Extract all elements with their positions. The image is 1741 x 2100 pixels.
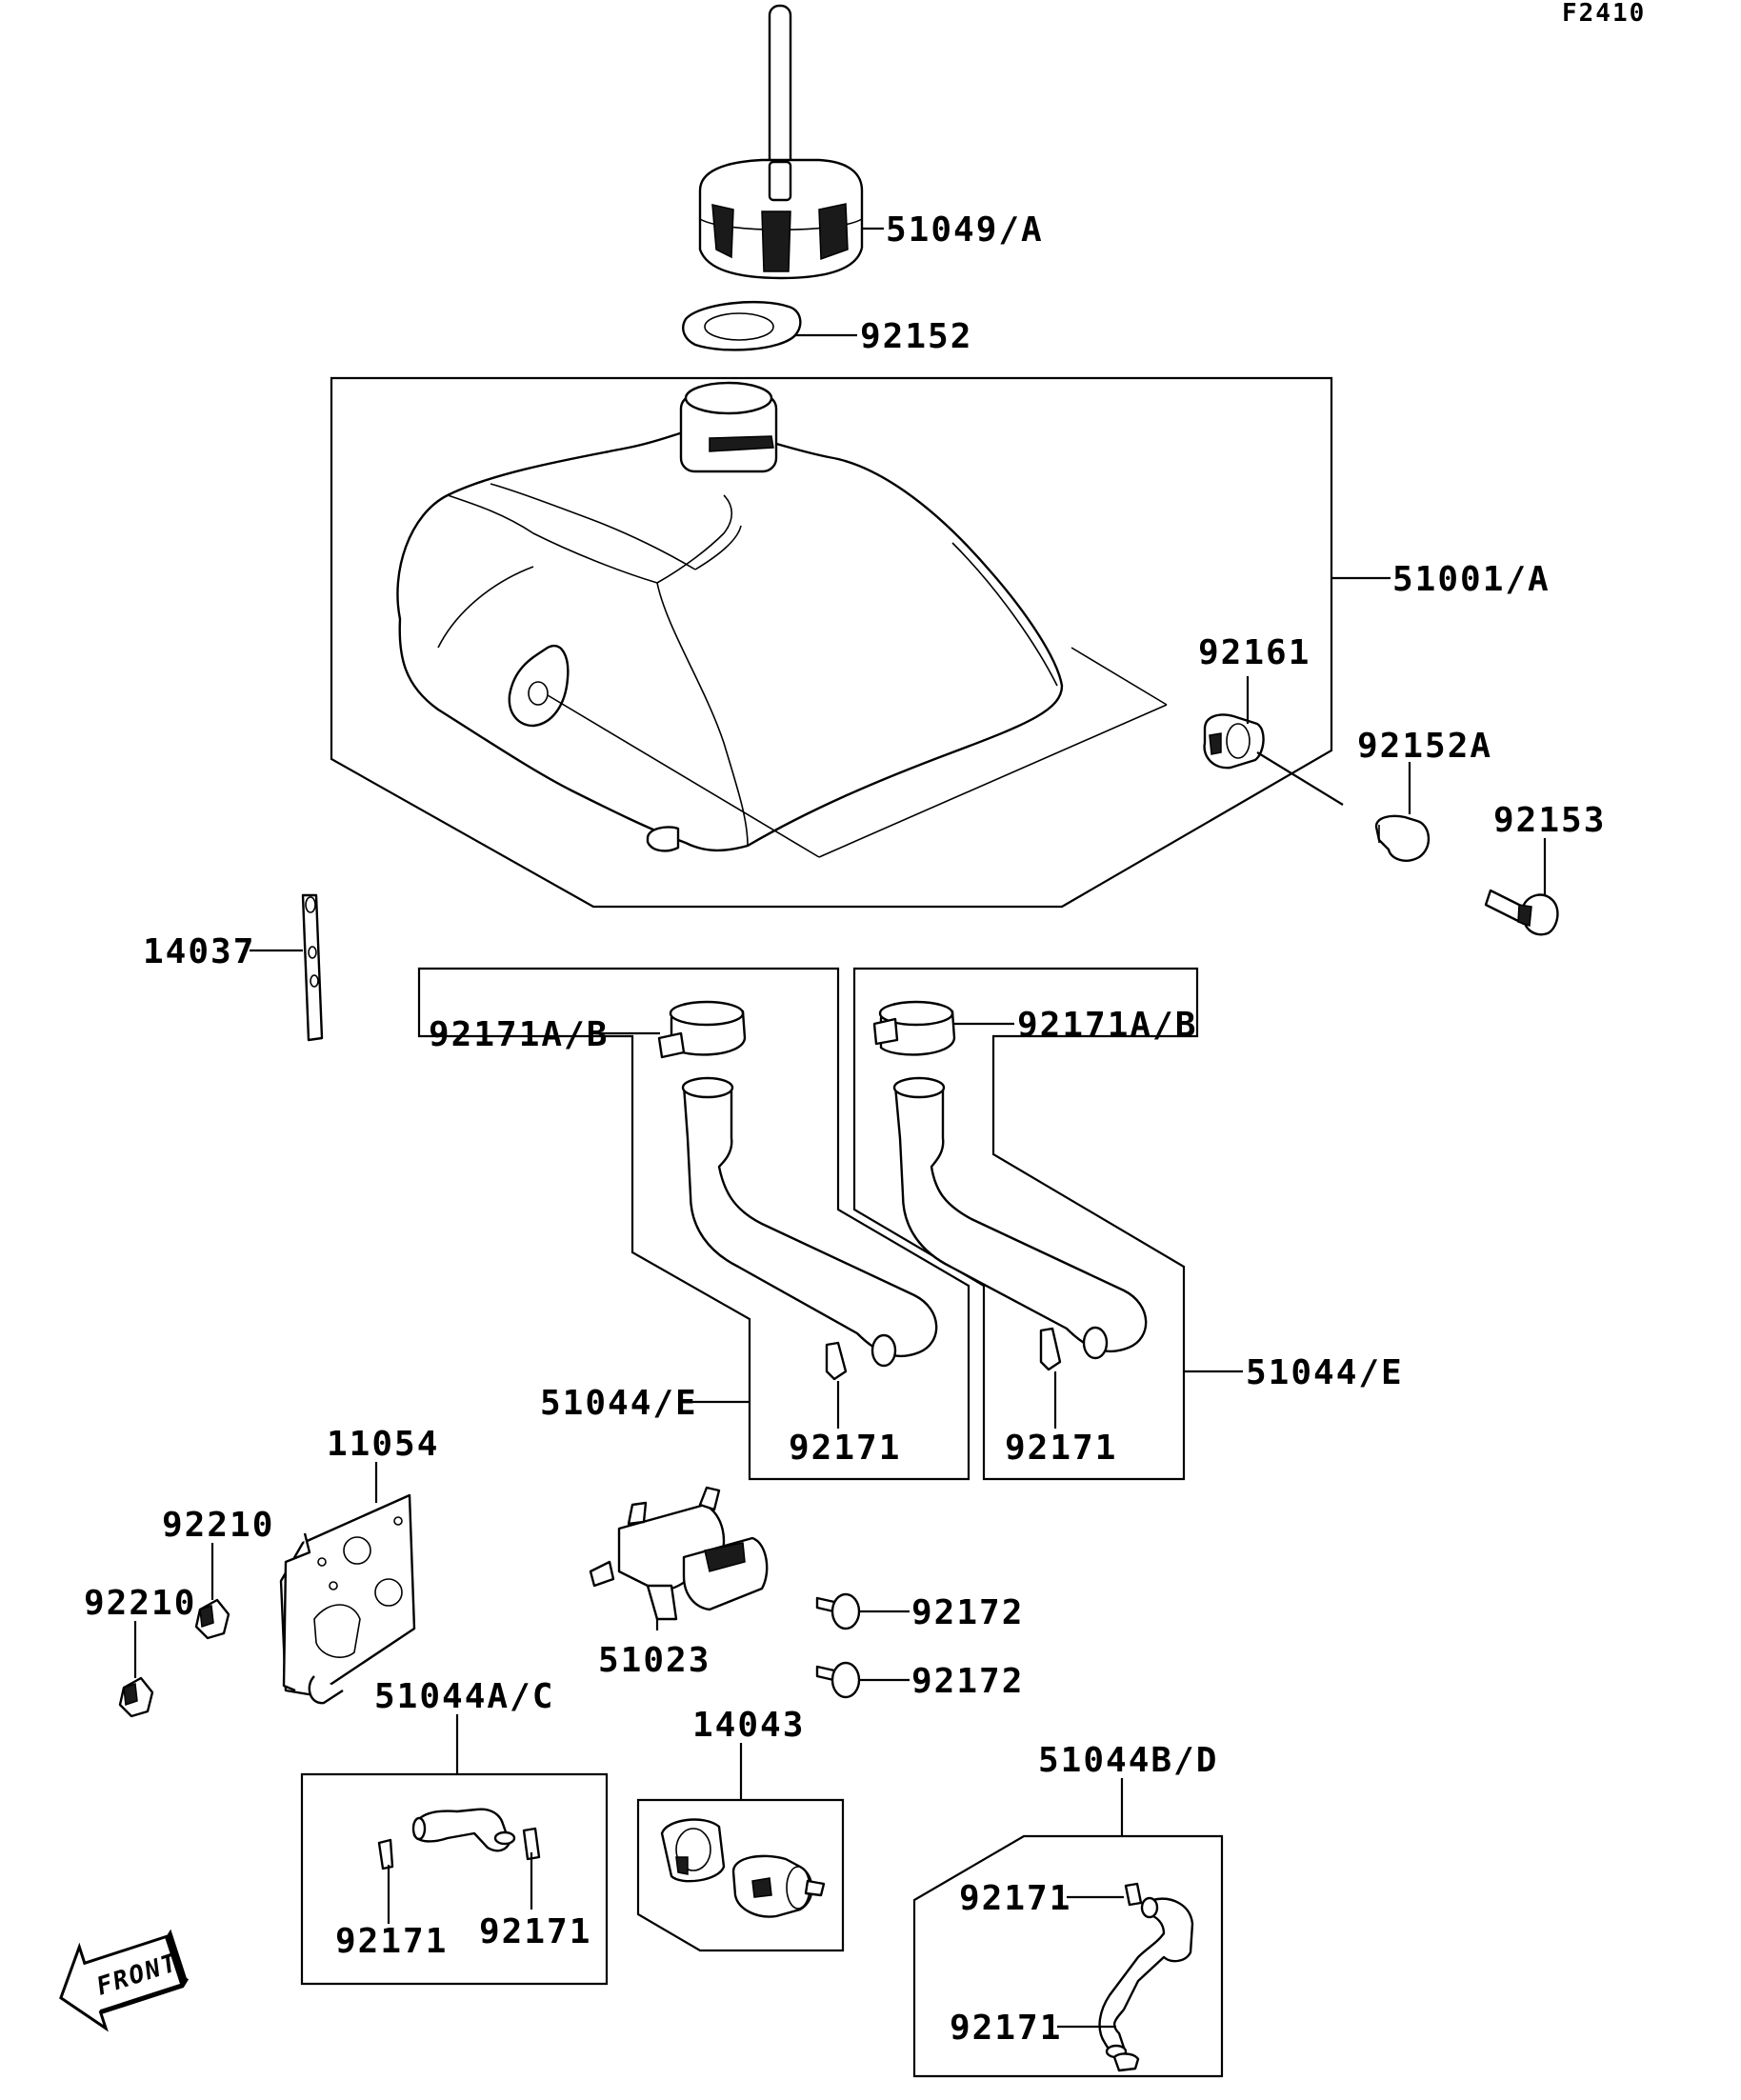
label-51044ac: 51044A/C xyxy=(374,1677,554,1716)
label-51023: 51023 xyxy=(598,1641,710,1680)
hose-group-left-outline xyxy=(417,967,971,1481)
label-51001a: 51001/A xyxy=(1392,560,1551,599)
collar-92152a xyxy=(1374,814,1431,862)
screw-92172-upper xyxy=(815,1592,861,1630)
label-92171-ac-left: 92171 xyxy=(335,1922,448,1961)
label-92172-upper: 92172 xyxy=(911,1593,1024,1632)
label-14043: 14043 xyxy=(692,1706,805,1745)
nut-92210-lower xyxy=(118,1676,154,1718)
label-92171-ac-right: 92171 xyxy=(479,1912,591,1951)
label-92171-bd-top: 92171 xyxy=(959,1879,1071,1918)
hose-left-51044e xyxy=(657,1000,938,1381)
bolt-92153 xyxy=(1484,889,1559,936)
gasket-92152 xyxy=(682,300,802,351)
label-92152: 92152 xyxy=(860,317,972,356)
fuel-filter-14043 xyxy=(660,1818,826,1918)
label-92153: 92153 xyxy=(1493,801,1606,840)
label-92171ab-left: 92171A/B xyxy=(429,1015,609,1054)
label-92172-lower: 92172 xyxy=(911,1662,1024,1701)
fuel-valve-51023 xyxy=(589,1486,769,1621)
label-92161: 92161 xyxy=(1198,633,1311,672)
hose-group-bd-outline xyxy=(912,1834,1224,2078)
label-51044e-right: 51044/E xyxy=(1246,1353,1404,1392)
label-51044e-left: 51044/E xyxy=(540,1384,698,1423)
hose-51044bd xyxy=(1098,1882,1194,2072)
label-51049a: 51049/A xyxy=(886,210,1044,250)
hose-51044ac xyxy=(377,1808,541,1870)
hose-right-51044e xyxy=(872,1000,1148,1371)
screw-92172-lower xyxy=(815,1661,861,1699)
label-11054: 11054 xyxy=(327,1425,439,1464)
label-92171-bd-bottom: 92171 xyxy=(950,2009,1062,2048)
front-direction-marker: FRONT xyxy=(59,1929,190,2032)
strap-14037 xyxy=(301,893,324,1042)
hose-group-ac-outline xyxy=(300,1772,609,1986)
label-51044bd: 51044B/D xyxy=(1038,1741,1218,1780)
label-92152a: 92152A xyxy=(1357,727,1492,766)
grommet-92161 xyxy=(1203,713,1265,770)
filter-group-outline xyxy=(636,1798,845,1952)
label-92210-lower: 92210 xyxy=(84,1584,196,1623)
fuel-tank-51001a xyxy=(396,381,1168,858)
figure-code: F2410 xyxy=(1562,0,1646,28)
bracket-11054 xyxy=(279,1493,416,1705)
fuel-cap-51049a xyxy=(698,4,864,280)
tank-group-outline xyxy=(330,376,1333,909)
nut-92210-upper xyxy=(194,1598,230,1640)
label-92171-left: 92171 xyxy=(789,1429,901,1468)
label-92210-upper: 92210 xyxy=(162,1506,274,1545)
label-14037: 14037 xyxy=(143,932,255,971)
label-92171-right: 92171 xyxy=(1005,1429,1117,1468)
label-92171ab-right: 92171A/B xyxy=(1017,1006,1197,1045)
